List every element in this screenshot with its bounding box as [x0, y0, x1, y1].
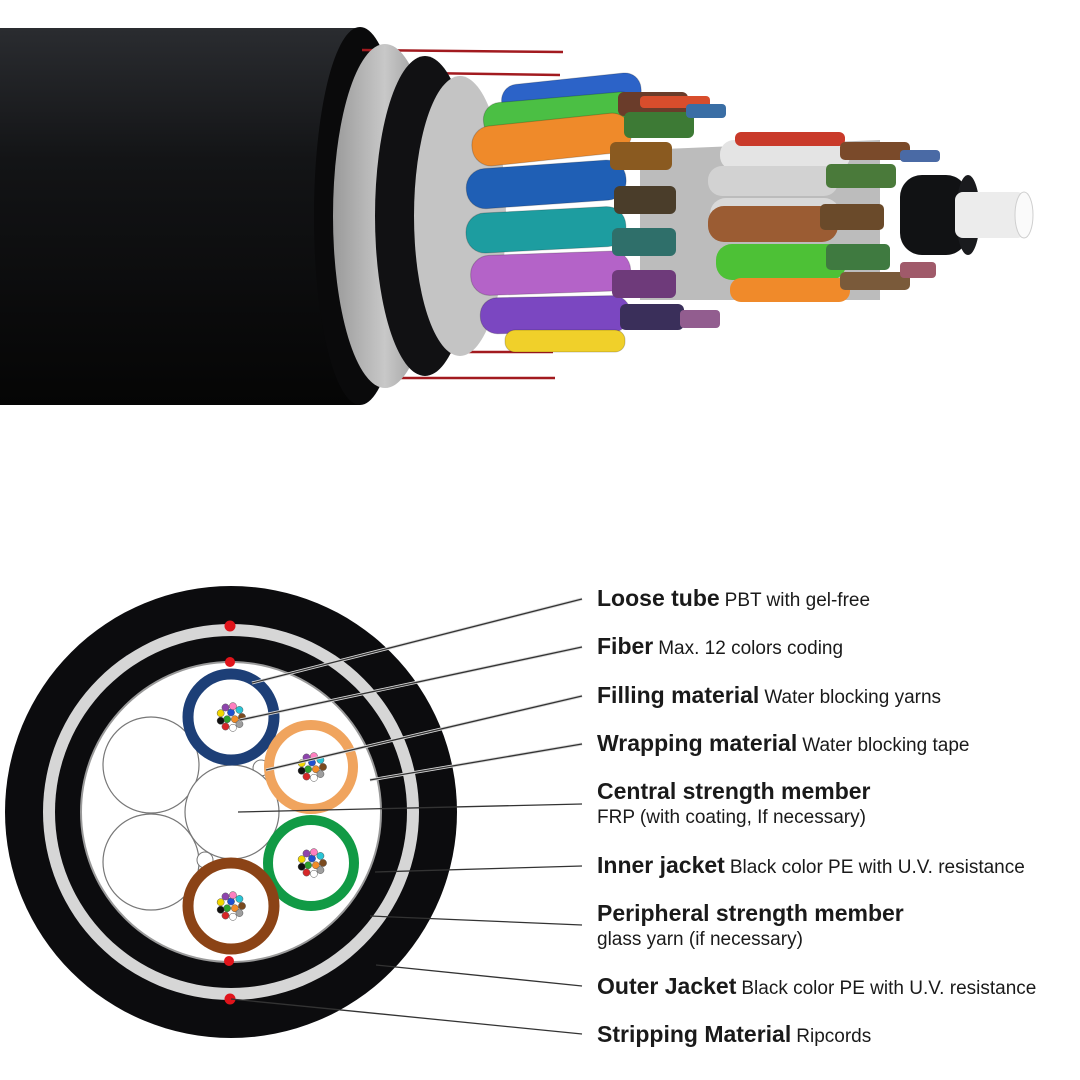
fiber-strand	[221, 722, 230, 731]
fiber-strand	[229, 702, 237, 711]
fiber-strand	[216, 709, 225, 718]
fiber-strand	[235, 895, 244, 903]
fiber-strand	[312, 765, 320, 774]
outer-jacket-body	[0, 28, 392, 405]
label-desc: Max. 12 colors coding	[658, 638, 844, 659]
label-desc: Water blocking yarns	[764, 687, 942, 708]
leader-fiber	[239, 646, 583, 721]
label-title: Inner jacket	[597, 852, 725, 878]
label-title: Filling material	[597, 682, 760, 708]
fiber-strand	[216, 898, 225, 907]
label-desc: PBT with gel-free	[724, 590, 871, 611]
central-member-frp	[955, 192, 1025, 238]
fiber-strand	[302, 772, 311, 781]
fiber-bundles-front	[610, 92, 726, 330]
label-desc: Black color PE with U.V. resistance	[729, 857, 1025, 878]
leader-csm	[237, 803, 583, 813]
leader-strip	[230, 998, 583, 1035]
label-title: Fiber	[597, 633, 654, 659]
leader-filling	[265, 695, 583, 771]
label-title: Central strength member	[597, 778, 871, 804]
fiber-strand	[316, 770, 325, 778]
fiber-strand	[229, 891, 237, 900]
label-desc: Black color PE with U.V. resistance	[741, 978, 1037, 999]
leader-loose-tube	[251, 598, 583, 684]
fiber-strand	[223, 715, 231, 724]
fiber-strand	[297, 855, 306, 864]
leader-psm	[369, 915, 583, 926]
central-member-coating	[900, 175, 968, 255]
cable-cutaway-illustration	[0, 27, 1034, 405]
label-title: Outer Jacket	[597, 973, 737, 999]
fiber-strand	[235, 706, 244, 714]
loose-tube-blue	[182, 668, 280, 766]
fiber-strand	[216, 716, 225, 725]
fiber-strand	[229, 723, 237, 732]
loose-tube-brown	[182, 857, 280, 955]
fiber-strand	[235, 720, 244, 728]
label-title: Loose tube	[597, 585, 720, 611]
fiber-strand	[302, 868, 311, 877]
fiber-strand	[316, 866, 325, 874]
fiber-strand	[310, 869, 318, 878]
fiber-strand	[319, 763, 327, 771]
ripcord-outer-bottom	[224, 993, 236, 1005]
fiber-strand	[221, 892, 230, 901]
fiber-strand	[297, 862, 306, 871]
fiber-strand	[223, 904, 231, 913]
fiber-strand	[231, 715, 239, 724]
leader-outer	[375, 964, 583, 987]
label-desc: Ripcords	[796, 1026, 872, 1047]
loose-tubes-rear	[708, 132, 850, 302]
label-peripheral-strength-member: Peripheral strength member glass yarn (i…	[597, 900, 904, 951]
label-desc: glass yarn (if necessary)	[597, 929, 803, 950]
label-title: Wrapping material	[597, 730, 798, 756]
central-member-frp-end	[1014, 191, 1034, 239]
label-title: Peripheral strength member	[597, 900, 904, 926]
label-title: Stripping Material	[597, 1021, 792, 1047]
fiber-clusters	[216, 702, 327, 921]
fiber-strand	[308, 854, 316, 863]
fiber-strand	[316, 852, 325, 860]
fiber-strand	[227, 897, 235, 906]
fiber-strand	[310, 773, 318, 782]
loose-tubes-front	[465, 72, 642, 353]
fiber-strand	[238, 902, 246, 910]
leader-inner	[374, 865, 583, 873]
fiber-strand	[304, 861, 312, 870]
fiber-strand	[235, 909, 244, 917]
fiber-strand	[304, 765, 312, 774]
leader-wrapping	[369, 743, 583, 781]
leader-lines	[230, 597, 583, 1035]
fiber-strand	[227, 708, 235, 717]
fiber-strand	[319, 859, 327, 867]
fiber-strand	[231, 904, 239, 913]
fiber-strand	[221, 703, 230, 712]
fiber-strand	[229, 912, 237, 921]
fiber-strand	[302, 849, 311, 858]
ripcord-inner-bottom	[224, 956, 234, 966]
fiber-strand	[312, 861, 320, 870]
label-central-strength-member: Central strength member FRP (with coatin…	[597, 778, 871, 829]
fiber-bundles-rear	[820, 142, 940, 290]
ripcord-outer-top	[224, 620, 236, 632]
fiber-strand	[221, 911, 230, 920]
ripcord-inner-top	[225, 657, 235, 667]
filler-rod	[102, 716, 200, 814]
label-desc: Water blocking tape	[802, 735, 970, 756]
label-desc: FRP (with coating, If necessary)	[597, 807, 866, 828]
fiber-strand	[297, 766, 306, 775]
fiber-strand	[216, 905, 225, 914]
fiber-strand	[310, 848, 318, 857]
